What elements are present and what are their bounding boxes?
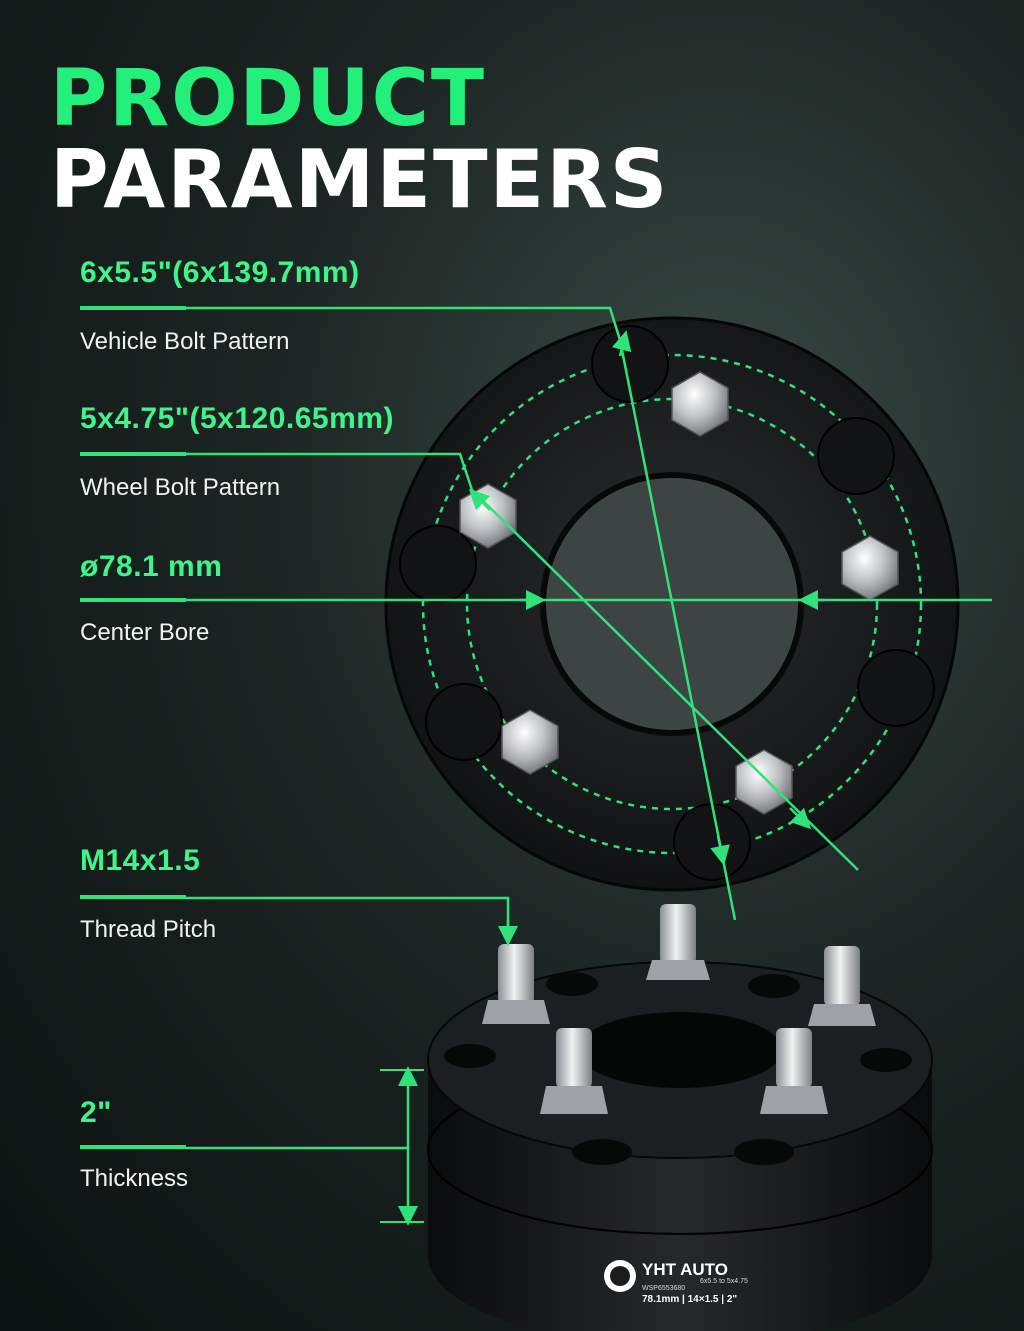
wheel-bolt-pattern-label: Wheel Bolt Pattern bbox=[80, 474, 281, 501]
lug-nuts bbox=[459, 371, 899, 815]
stud-nut bbox=[482, 1000, 550, 1024]
title-line-2: PARAMETERS bbox=[50, 133, 670, 226]
outer-bolt-circle bbox=[421, 353, 923, 855]
arrow-icon bbox=[789, 807, 812, 830]
thickness-label: Thickness bbox=[80, 1165, 189, 1192]
brand-part-number: WSP6553680 bbox=[642, 1285, 685, 1292]
brand-spec-line2: 78.1mm | 14×1.5 | 2" bbox=[642, 1294, 737, 1305]
stud-nut bbox=[760, 1086, 828, 1114]
brand-spec-line1: 6x5.5 to 5x4.75 bbox=[700, 1278, 748, 1285]
wheel-bolt-pattern-bar bbox=[80, 452, 186, 456]
wheel-stud bbox=[556, 1028, 592, 1088]
stud-nut bbox=[808, 1004, 876, 1026]
arrow-icon bbox=[611, 330, 632, 357]
spacer-bore bbox=[578, 1012, 782, 1088]
lug-nut bbox=[501, 709, 559, 775]
vehicle-bolt-pattern-value: 6x5.5"(6x139.7mm) bbox=[80, 256, 360, 289]
recessed-bolt-hole bbox=[673, 803, 751, 881]
thread-pitch-bar bbox=[80, 895, 186, 899]
thickness-bar bbox=[80, 1145, 186, 1149]
recessed-bolt-hole bbox=[857, 649, 935, 727]
brand-name: YHT AUTO bbox=[642, 1260, 728, 1279]
hex-hole bbox=[748, 974, 800, 998]
wheel-stud bbox=[776, 1028, 812, 1088]
wheel-stud bbox=[498, 944, 534, 1004]
hex-hole bbox=[444, 1044, 496, 1068]
center-bore-label: Center Bore bbox=[80, 619, 210, 646]
dimension-lines bbox=[186, 306, 992, 921]
thread-pitch-value: M14x1.5 bbox=[80, 844, 201, 877]
wheel-studs bbox=[482, 904, 876, 1114]
thickness-value: 2" bbox=[80, 1096, 112, 1129]
recessed-bolt-hole bbox=[817, 417, 895, 495]
stud-nut bbox=[646, 960, 710, 980]
top-spacer bbox=[186, 306, 992, 921]
center-bore-value: ø78.1 mm bbox=[80, 550, 223, 583]
hex-hole bbox=[572, 1139, 632, 1165]
vehicle-bolt-pattern-line bbox=[186, 306, 737, 921]
arrow-icon bbox=[710, 835, 730, 866]
hex-hole bbox=[860, 1048, 912, 1072]
hex-hole bbox=[546, 972, 598, 996]
recessed-bolt-hole bbox=[399, 525, 477, 603]
lug-nut bbox=[671, 371, 729, 437]
title-line-1: PRODUCT bbox=[50, 54, 487, 144]
lug-nut bbox=[735, 749, 793, 815]
wheel-stud bbox=[660, 904, 696, 964]
wheel-bolt-pattern-line bbox=[186, 452, 859, 871]
recessed-bolt-hole bbox=[425, 683, 503, 761]
recessed-bolt-holes bbox=[399, 325, 935, 881]
brand-plate: YHT AUTO WSP6553680 6x5.5 to 5x4.75 78.1… bbox=[604, 1260, 748, 1305]
vehicle-bolt-pattern-bar bbox=[80, 306, 186, 310]
center-bore-bar bbox=[80, 598, 186, 602]
thread-pitch-label: Thread Pitch bbox=[80, 916, 217, 943]
thread-pitch-line bbox=[186, 896, 510, 936]
arrow-icon bbox=[468, 488, 491, 511]
vehicle-bolt-pattern-label: Vehicle Bolt Pattern bbox=[80, 328, 290, 355]
wheel-stud bbox=[824, 946, 860, 1006]
recessed-bolt-hole bbox=[591, 325, 669, 403]
lion-logo-inner bbox=[610, 1266, 630, 1286]
bottom-spacer: YHT AUTO WSP6553680 6x5.5 to 5x4.75 78.1… bbox=[186, 896, 933, 1331]
hex-hole bbox=[734, 1139, 794, 1165]
wheel-bolt-pattern-value: 5x4.75"(5x120.65mm) bbox=[80, 402, 394, 435]
hex-holes bbox=[444, 972, 912, 1165]
stud-nut bbox=[540, 1086, 608, 1114]
